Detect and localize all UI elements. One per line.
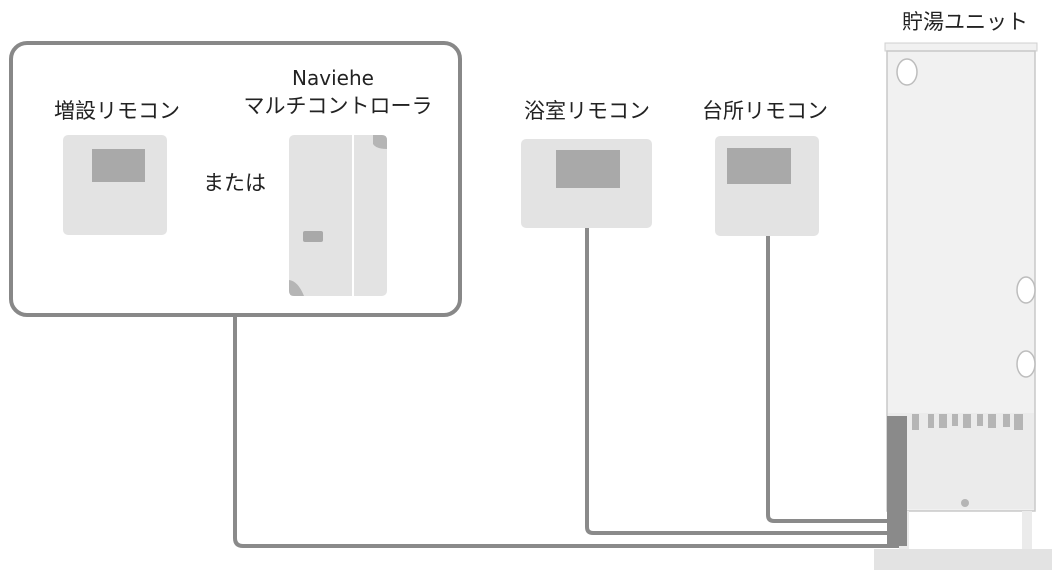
- unit-port-top: [896, 58, 918, 86]
- naviehe-controller-device: [289, 135, 387, 296]
- naviehe-name-label: Naviehe: [292, 66, 374, 90]
- naviehe-corner-top: [373, 135, 387, 149]
- extra-remote-device: [63, 135, 167, 235]
- storage-tank-unit: [874, 42, 1052, 570]
- unit-top-cap: [884, 42, 1038, 52]
- unit-leg-right: [1022, 511, 1032, 551]
- unit-drain-knob: [961, 499, 969, 507]
- unit-lower-panel: [888, 413, 1034, 509]
- cable-extra-remote: [233, 316, 906, 548]
- optional-remote-group-box: [9, 41, 462, 317]
- kitchen-remote-device: [715, 136, 819, 236]
- kitchen-remote-screen: [727, 148, 791, 184]
- unit-port-middle: [1016, 276, 1036, 304]
- extra-remote-label: 増設リモコン: [54, 99, 180, 123]
- kitchen-remote-label: 台所リモコン: [702, 99, 828, 123]
- unit-base: [874, 549, 1052, 570]
- bath-remote-device: [521, 139, 652, 228]
- bath-remote-screen: [556, 150, 620, 188]
- cable-kitchen-remote: [766, 236, 892, 523]
- cable-bath-remote: [585, 228, 898, 535]
- naviehe-controller-body: [289, 135, 387, 296]
- unit-port-lower: [1016, 350, 1036, 378]
- multi-controller-label: マルチコントローラ: [243, 94, 433, 118]
- naviehe-controller-button: [303, 231, 323, 242]
- storage-tank-unit-label: 貯湯ユニット: [902, 10, 1028, 34]
- cable-entry-bundle: [887, 416, 907, 546]
- extra-remote-screen: [92, 149, 145, 182]
- unit-pipe-fittings: [912, 414, 1023, 430]
- naviehe-corner-bottom: [289, 280, 304, 296]
- or-label: または: [203, 171, 266, 195]
- bath-remote-label: 浴室リモコン: [524, 99, 650, 123]
